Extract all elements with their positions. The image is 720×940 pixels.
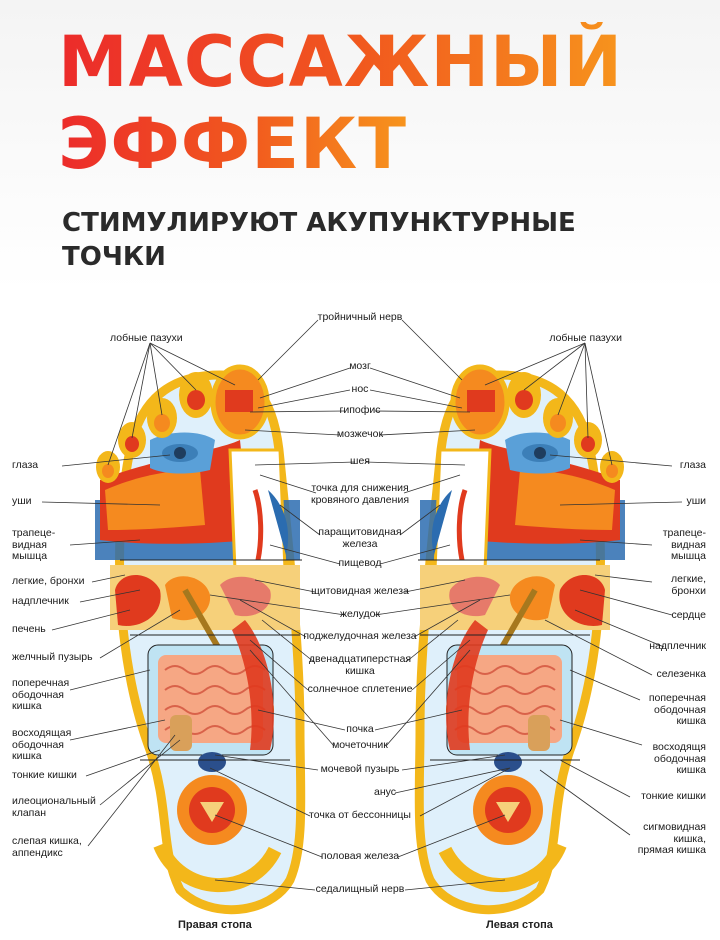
label-sciatic-nerve: седалищный нерв (315, 883, 405, 895)
foot-reflexology-diagram: лобные пазухи глаза уши трапеце- видная … (0, 290, 720, 940)
label-anus: анус (373, 786, 397, 798)
label-ascending-colon: восходящая ободочная кишка (12, 727, 72, 762)
feet-illustration (41, 319, 683, 940)
label-sigmoid-colon: сигмовидная кишка, прямая кишка (637, 821, 706, 856)
label-solar-plexus: солнечное сплетение (307, 683, 413, 695)
label-ears-right-foot: уши (12, 495, 32, 507)
subtitle-line-2: ТОЧКИ (62, 242, 166, 272)
subtitle-line-1: СТИМУЛИРУЮТ АКУПУНКТУРНЫЕ (62, 208, 576, 238)
label-liver: печень (12, 623, 46, 635)
label-bladder: мочевой пузырь (320, 763, 400, 775)
label-shoulder-left-foot: надплечник (649, 640, 706, 652)
label-heart: сердце (671, 609, 706, 621)
leader-lines (41, 319, 683, 891)
label-pituitary: гипофис (339, 404, 381, 416)
label-cecum: слепая кишка, аппендикс (12, 835, 82, 859)
label-transverse-colon-left-foot: поперечная ободочная кишка (648, 692, 706, 727)
caption-right-foot: Правая стопа (178, 919, 252, 931)
label-trapezius-right-foot: трапеце- видная мышца (12, 527, 56, 562)
label-brain: мозг (349, 360, 371, 372)
label-esophagus: пищевод (338, 557, 382, 569)
title-line-2: ЭФФЕКТ (58, 103, 407, 185)
label-stomach: желудок (339, 608, 381, 620)
label-insomnia-point: точка от бессонницы (309, 809, 411, 821)
label-trigeminal-nerve: тройничный нерв (317, 311, 403, 323)
label-transverse-colon-right-foot: поперечная ободочная кишка (12, 677, 70, 712)
label-eyes-right-foot: глаза (12, 459, 39, 471)
label-trapezius-left-foot: трапеце- видная мышца (662, 527, 706, 562)
label-thyroid: щитовидная железа (311, 585, 409, 597)
caption-left-foot: Левая стопа (486, 919, 553, 931)
label-genital-gland: половая железа (320, 850, 400, 862)
title-line-1: МАССАЖНЫЙ (58, 21, 624, 103)
label-small-intestine-right-foot: тонкие кишки (12, 769, 77, 781)
label-ileocecal-valve: илеоциональный клапан (12, 795, 96, 819)
label-gallbladder: желчный пузырь (12, 651, 93, 663)
label-blood-pressure-point: точка для снижения кровяного давления (310, 482, 410, 506)
label-lungs-left-foot: легкие, бронхи (670, 573, 706, 597)
label-neck: шея (350, 455, 370, 467)
label-eyes-left-foot: глаза (679, 459, 706, 471)
label-pancreas: поджелудочная железа (303, 630, 417, 642)
label-parathyroid: паращитовидная железа (318, 526, 402, 550)
right-foot-illustration (95, 367, 302, 910)
label-ears-left-foot: уши (686, 495, 706, 507)
label-small-intestine-left-foot: тонкие кишки (641, 790, 706, 802)
label-frontal-sinuses-right-foot: лобные пазухи (110, 332, 183, 344)
label-nose: нос (351, 383, 369, 395)
header-banner: МАССАЖНЫЙ ЭФФЕКТ СТИМУЛИРУЮТ АКУПУНКТУРН… (0, 0, 720, 292)
label-lungs-right-foot: легкие, бронхи (12, 575, 85, 587)
subtitle: СТИМУЛИРУЮТ АКУПУНКТУРНЫЕ ТОЧКИ (62, 206, 576, 274)
label-frontal-sinuses-left-foot: лобные пазухи (549, 332, 622, 344)
left-foot-illustration (418, 367, 625, 910)
label-spleen: селезенка (656, 668, 706, 680)
label-descending-colon: восходящя ободочная кишка (652, 741, 706, 776)
label-ureter: мочеточник (332, 739, 388, 751)
label-shoulder-right-foot: надплечник (12, 595, 69, 607)
label-duodenum: двенадцатиперстная кишка (308, 653, 412, 677)
label-cerebellum: мозжечок (336, 428, 384, 440)
label-kidney: почка (346, 723, 374, 735)
